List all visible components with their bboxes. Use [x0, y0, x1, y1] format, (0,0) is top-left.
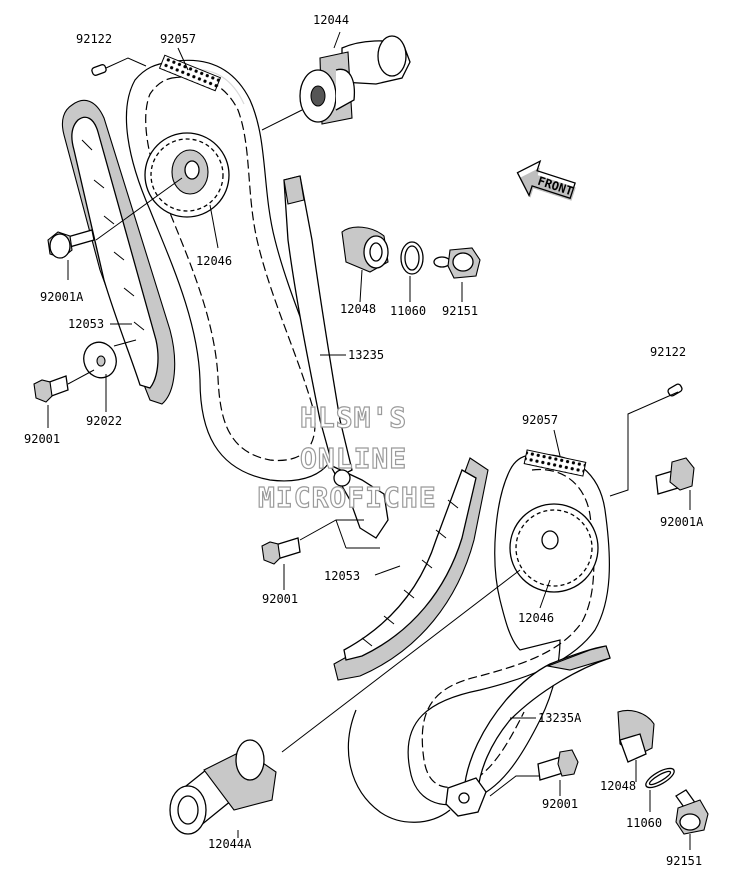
label-92151-upper: 92151	[442, 304, 478, 318]
lower-tensioner-blade	[445, 645, 611, 817]
label-92001-middle: 92001	[262, 592, 298, 606]
label-12046-lower: 12046	[518, 611, 554, 625]
middle-bolt	[261, 537, 301, 565]
label-92001-lower: 92001	[542, 797, 578, 811]
label-92122-upper: 92122	[76, 32, 112, 46]
upper-chain-tensioner	[341, 226, 389, 273]
lower-cap-bolt	[675, 789, 709, 835]
lower-bolt	[537, 749, 579, 781]
label-12048-lower: 12048	[600, 779, 636, 793]
upper-cam-sprocket	[144, 132, 230, 218]
label-11060-upper: 11060	[390, 304, 426, 318]
label-11060-lower: 11060	[626, 816, 662, 830]
label-92001A-lower: 92001A	[660, 515, 704, 529]
label-12053-lower: 12053	[324, 569, 360, 583]
watermark-line-3: MICROFICHE	[258, 481, 437, 514]
upper-dowel-pin	[91, 64, 107, 76]
label-92001A-upper: 92001A	[40, 290, 84, 304]
washer	[83, 341, 117, 379]
upper-cap-bolt	[433, 247, 481, 279]
label-92151-lower: 92151	[666, 854, 702, 868]
label-12046-upper: 12046	[196, 254, 232, 268]
lower-camshaft	[169, 739, 277, 835]
front-direction-arrow: FRONT	[516, 159, 576, 201]
lower-cam-sprocket	[509, 503, 599, 593]
upper-flange-bolt	[47, 229, 95, 259]
upper-tensioner-blade	[283, 175, 389, 539]
lower-chain-tensioner	[617, 709, 655, 763]
label-12044A: 12044A	[208, 837, 252, 851]
label-92057-lower: 92057	[522, 413, 558, 427]
label-12053-upper: 12053	[68, 317, 104, 331]
lower-o-ring	[645, 767, 675, 789]
leader-lines	[47, 31, 691, 850]
part-labels: 92122 92057 12044 92001A 12046 12048 110…	[24, 13, 704, 868]
label-92022: 92022	[86, 414, 122, 428]
lower-dowel-pin	[667, 383, 683, 397]
upper-bolt	[33, 375, 69, 403]
upper-camshaft	[299, 35, 411, 125]
upper-o-ring	[400, 241, 424, 275]
label-92122-lower: 92122	[650, 345, 686, 359]
watermark-line-1: HLSM'S	[300, 401, 407, 434]
upper-chain-guide	[61, 99, 176, 405]
label-12048-upper: 12048	[340, 302, 376, 316]
label-13235A: 13235A	[538, 711, 582, 725]
watermark: HLSM'S ONLINE MICROFICHE	[257, 400, 437, 514]
label-12044: 12044	[313, 13, 349, 27]
label-92001-upper: 92001	[24, 432, 60, 446]
lower-chain-guide	[333, 457, 489, 681]
label-13235: 13235	[348, 348, 384, 362]
lower-flange-bolt	[655, 457, 695, 495]
label-92057-upper: 92057	[160, 32, 196, 46]
watermark-line-2: ONLINE	[300, 442, 407, 475]
